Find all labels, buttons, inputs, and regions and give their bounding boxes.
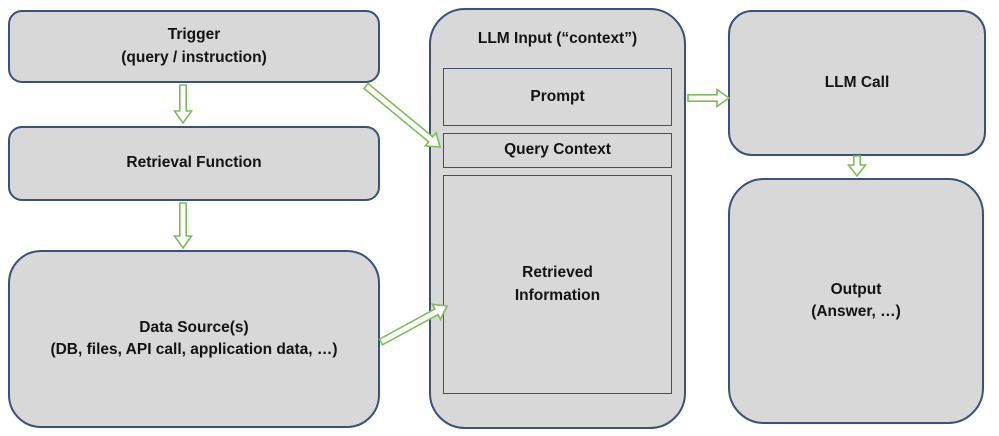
- node-data-sources: Data Source(s) (DB, files, API call, app…: [8, 250, 380, 428]
- node-retrieved-information-line2: Information: [514, 286, 601, 304]
- node-retrieved-information: Retrieved Information: [443, 175, 672, 394]
- node-trigger: Trigger (query / instruction): [8, 10, 380, 83]
- node-llm-call: LLM Call: [728, 10, 986, 156]
- node-query-context: Query Context: [443, 133, 672, 168]
- arrow-retrieval-function-to-data-sources: [172, 202, 194, 250]
- arrow-llm-call-to-output: [846, 155, 868, 178]
- node-prompt: Prompt: [443, 68, 672, 126]
- node-prompt-title: Prompt: [530, 87, 585, 105]
- node-llm-call-title: LLM Call: [824, 73, 890, 91]
- node-llm-input-title: LLM Input (“context”): [477, 30, 638, 47]
- arrow-llm-input-to-llm-call: [687, 87, 731, 109]
- node-retrieved-information-line1: Retrieved: [522, 264, 593, 282]
- node-trigger-title: Trigger: [167, 26, 221, 44]
- arrow-trigger-to-retrieval-function: [172, 84, 194, 125]
- node-output: Output (Answer, …): [728, 178, 984, 424]
- node-retrieval-function-title: Retrieval Function: [126, 154, 262, 172]
- node-output-title: Output: [830, 280, 882, 298]
- node-retrieval-function: Retrieval Function: [8, 126, 380, 201]
- node-data-sources-title: Data Source(s): [139, 318, 249, 336]
- node-output-subtitle: (Answer, …): [811, 303, 901, 320]
- node-query-context-title: Query Context: [504, 141, 611, 159]
- node-data-sources-subtitle: (DB, files, API call, application data, …: [50, 341, 338, 358]
- node-trigger-subtitle: (query / instruction): [121, 48, 267, 66]
